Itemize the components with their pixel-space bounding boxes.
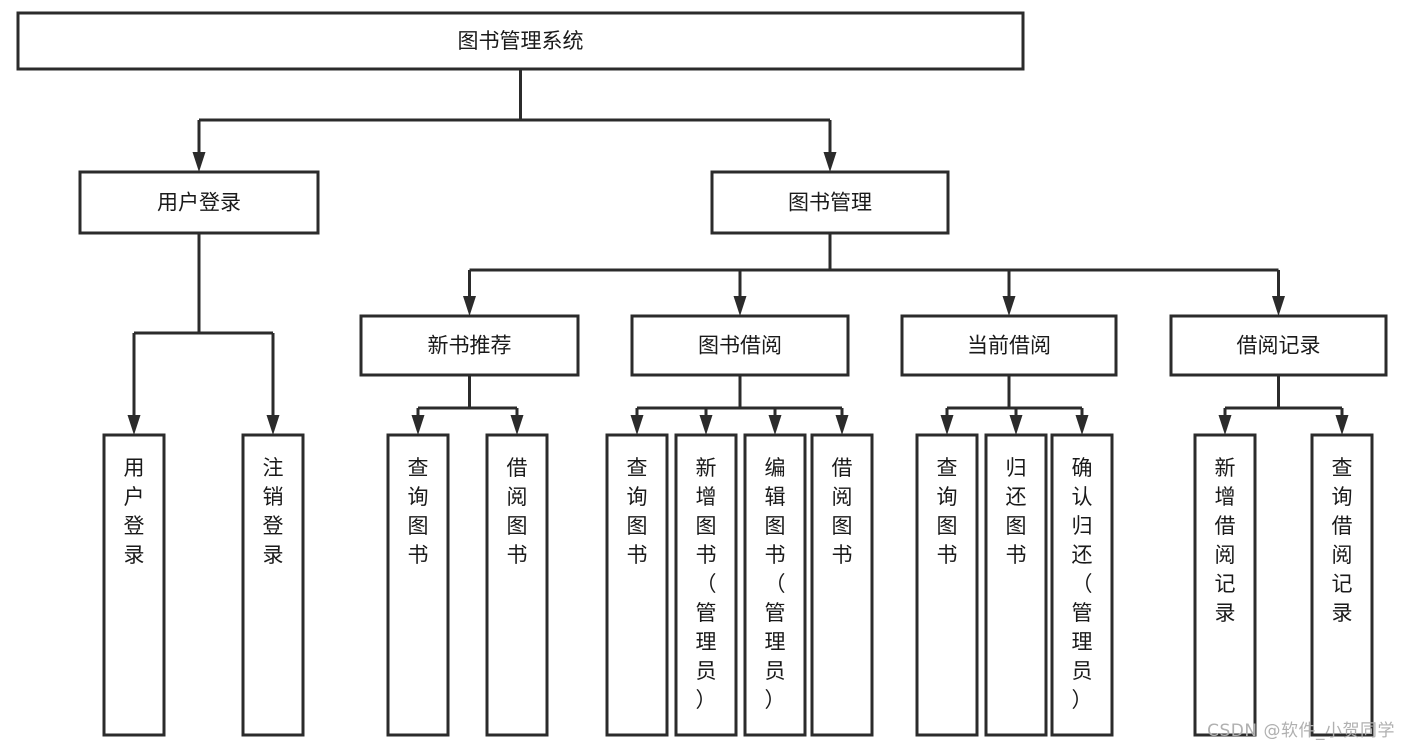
node-leaf-query-book-rec[interactable]: 查询图书 <box>386 433 450 737</box>
node-box-leaf-add-borrow-record[interactable] <box>1193 433 1257 737</box>
node-label-current-borrow: 当前借阅 <box>967 334 1051 358</box>
node-label-leaf-query-book-cur: 查询图书 <box>937 456 958 567</box>
node-leaf-add-borrow-record[interactable]: 新增借阅记录 <box>1193 433 1257 737</box>
node-label-user-login: 用户登录 <box>157 191 241 215</box>
current-borrow-to-leaves-arrow-1 <box>1009 415 1023 435</box>
connector-layer <box>127 69 1349 435</box>
current-borrow-to-leaves-arrow-2 <box>1075 415 1089 435</box>
node-box-leaf-edit-book[interactable] <box>743 433 807 737</box>
node-label-borrow-record: 借阅记录 <box>1237 334 1321 358</box>
node-label-leaf-add-borrow-record: 新增借阅记录 <box>1215 456 1236 625</box>
node-leaf-query-borrow-record[interactable]: 查询借阅记录 <box>1310 433 1374 737</box>
node-box-leaf-borrow-book[interactable] <box>810 433 874 737</box>
node-label-leaf-borrow-book-rec: 借阅图书 <box>507 456 528 567</box>
node-box-leaf-query-book-cur[interactable] <box>915 433 979 737</box>
node-leaf-query-book-borrow[interactable]: 查询图书 <box>605 433 669 737</box>
bookmgmt-to-level3-arrow-0 <box>463 296 476 316</box>
node-label-leaf-borrow-book: 借阅图书 <box>832 456 853 567</box>
node-box-root[interactable] <box>16 11 1025 71</box>
node-box-new-book-recommend[interactable] <box>359 314 580 377</box>
node-label-leaf-query-book-borrow: 查询图书 <box>627 456 648 567</box>
node-current-borrow[interactable]: 当前借阅 <box>900 314 1118 377</box>
node-box-user-login[interactable] <box>78 170 320 235</box>
node-new-book-recommend[interactable]: 新书推荐 <box>359 314 580 377</box>
book-borrow-to-leaves-arrow-2 <box>768 415 782 435</box>
node-label-leaf-user-logout: 注销登录 <box>263 456 284 567</box>
node-box-borrow-record[interactable] <box>1169 314 1388 377</box>
node-label-leaf-return-book: 归还图书 <box>1006 456 1027 567</box>
bookmgmt-to-level3-arrow-1 <box>733 296 747 316</box>
root-to-level2-arrow-1 <box>823 152 837 172</box>
node-leaf-add-book[interactable]: 新增图书（管理员） <box>674 433 738 737</box>
node-box-leaf-add-book[interactable] <box>674 433 738 737</box>
node-box-book-management[interactable] <box>710 170 950 235</box>
node-box-leaf-confirm-return[interactable] <box>1050 433 1114 737</box>
node-box-leaf-query-book-rec[interactable] <box>386 433 450 737</box>
node-box-leaf-user-logout[interactable] <box>241 433 305 737</box>
node-book-borrow[interactable]: 图书借阅 <box>630 314 850 377</box>
node-leaf-borrow-book[interactable]: 借阅图书 <box>810 433 874 737</box>
node-label-book-management: 图书管理 <box>788 191 872 215</box>
node-leaf-edit-book[interactable]: 编辑图书（管理员） <box>743 433 807 737</box>
borrow-record-to-leaves-arrow-1 <box>1335 415 1349 435</box>
node-layer: 图书管理系统用户登录图书管理新书推荐图书借阅当前借阅借阅记录用户登录注销登录查询… <box>16 11 1388 737</box>
node-leaf-borrow-book-rec[interactable]: 借阅图书 <box>485 433 549 737</box>
node-label-book-borrow: 图书借阅 <box>698 334 782 358</box>
node-box-leaf-query-borrow-record[interactable] <box>1310 433 1374 737</box>
borrow-record-to-leaves-arrow-0 <box>1218 415 1232 435</box>
node-box-leaf-query-book-borrow[interactable] <box>605 433 669 737</box>
node-label-leaf-add-book: 新增图书（管理员） <box>696 456 717 712</box>
node-label-leaf-user-login: 用户登录 <box>124 456 145 567</box>
userlogin-to-leaves-arrow-1 <box>266 415 280 435</box>
book-borrow-to-leaves-arrow-1 <box>699 415 713 435</box>
node-label-new-book-recommend: 新书推荐 <box>428 334 512 358</box>
bookmgmt-to-level3-arrow-2 <box>1002 296 1016 316</box>
userlogin-to-leaves-arrow-0 <box>127 415 141 435</box>
node-borrow-record[interactable]: 借阅记录 <box>1169 314 1388 377</box>
node-root[interactable]: 图书管理系统 <box>16 11 1025 71</box>
node-book-management[interactable]: 图书管理 <box>710 170 950 235</box>
node-label-leaf-query-book-rec: 查询图书 <box>408 456 429 567</box>
node-box-leaf-return-book[interactable] <box>984 433 1048 737</box>
node-label-root: 图书管理系统 <box>458 29 584 53</box>
node-box-current-borrow[interactable] <box>900 314 1118 377</box>
node-label-leaf-query-borrow-record: 查询借阅记录 <box>1332 456 1353 625</box>
node-label-leaf-confirm-return: 确认归还（管理员） <box>1072 456 1093 712</box>
node-box-leaf-borrow-book-rec[interactable] <box>485 433 549 737</box>
new-book-recommend-to-leaves-arrow-1 <box>510 415 524 435</box>
node-leaf-confirm-return[interactable]: 确认归还（管理员） <box>1050 433 1114 737</box>
bookmgmt-to-level3-arrow-3 <box>1272 296 1285 316</box>
new-book-recommend-to-leaves-arrow-0 <box>411 415 425 435</box>
current-borrow-to-leaves-arrow-0 <box>940 415 954 435</box>
book-borrow-to-leaves-arrow-0 <box>630 415 644 435</box>
node-leaf-query-book-cur[interactable]: 查询图书 <box>915 433 979 737</box>
book-borrow-to-leaves-arrow-3 <box>835 415 849 435</box>
node-leaf-user-login[interactable]: 用户登录 <box>102 433 166 737</box>
node-box-book-borrow[interactable] <box>630 314 850 377</box>
node-leaf-user-logout[interactable]: 注销登录 <box>241 433 305 737</box>
node-leaf-return-book[interactable]: 归还图书 <box>984 433 1048 737</box>
node-label-leaf-edit-book: 编辑图书（管理员） <box>765 456 786 712</box>
node-box-leaf-user-login[interactable] <box>102 433 166 737</box>
node-user-login[interactable]: 用户登录 <box>78 170 320 235</box>
root-to-level2-arrow-0 <box>192 152 206 172</box>
